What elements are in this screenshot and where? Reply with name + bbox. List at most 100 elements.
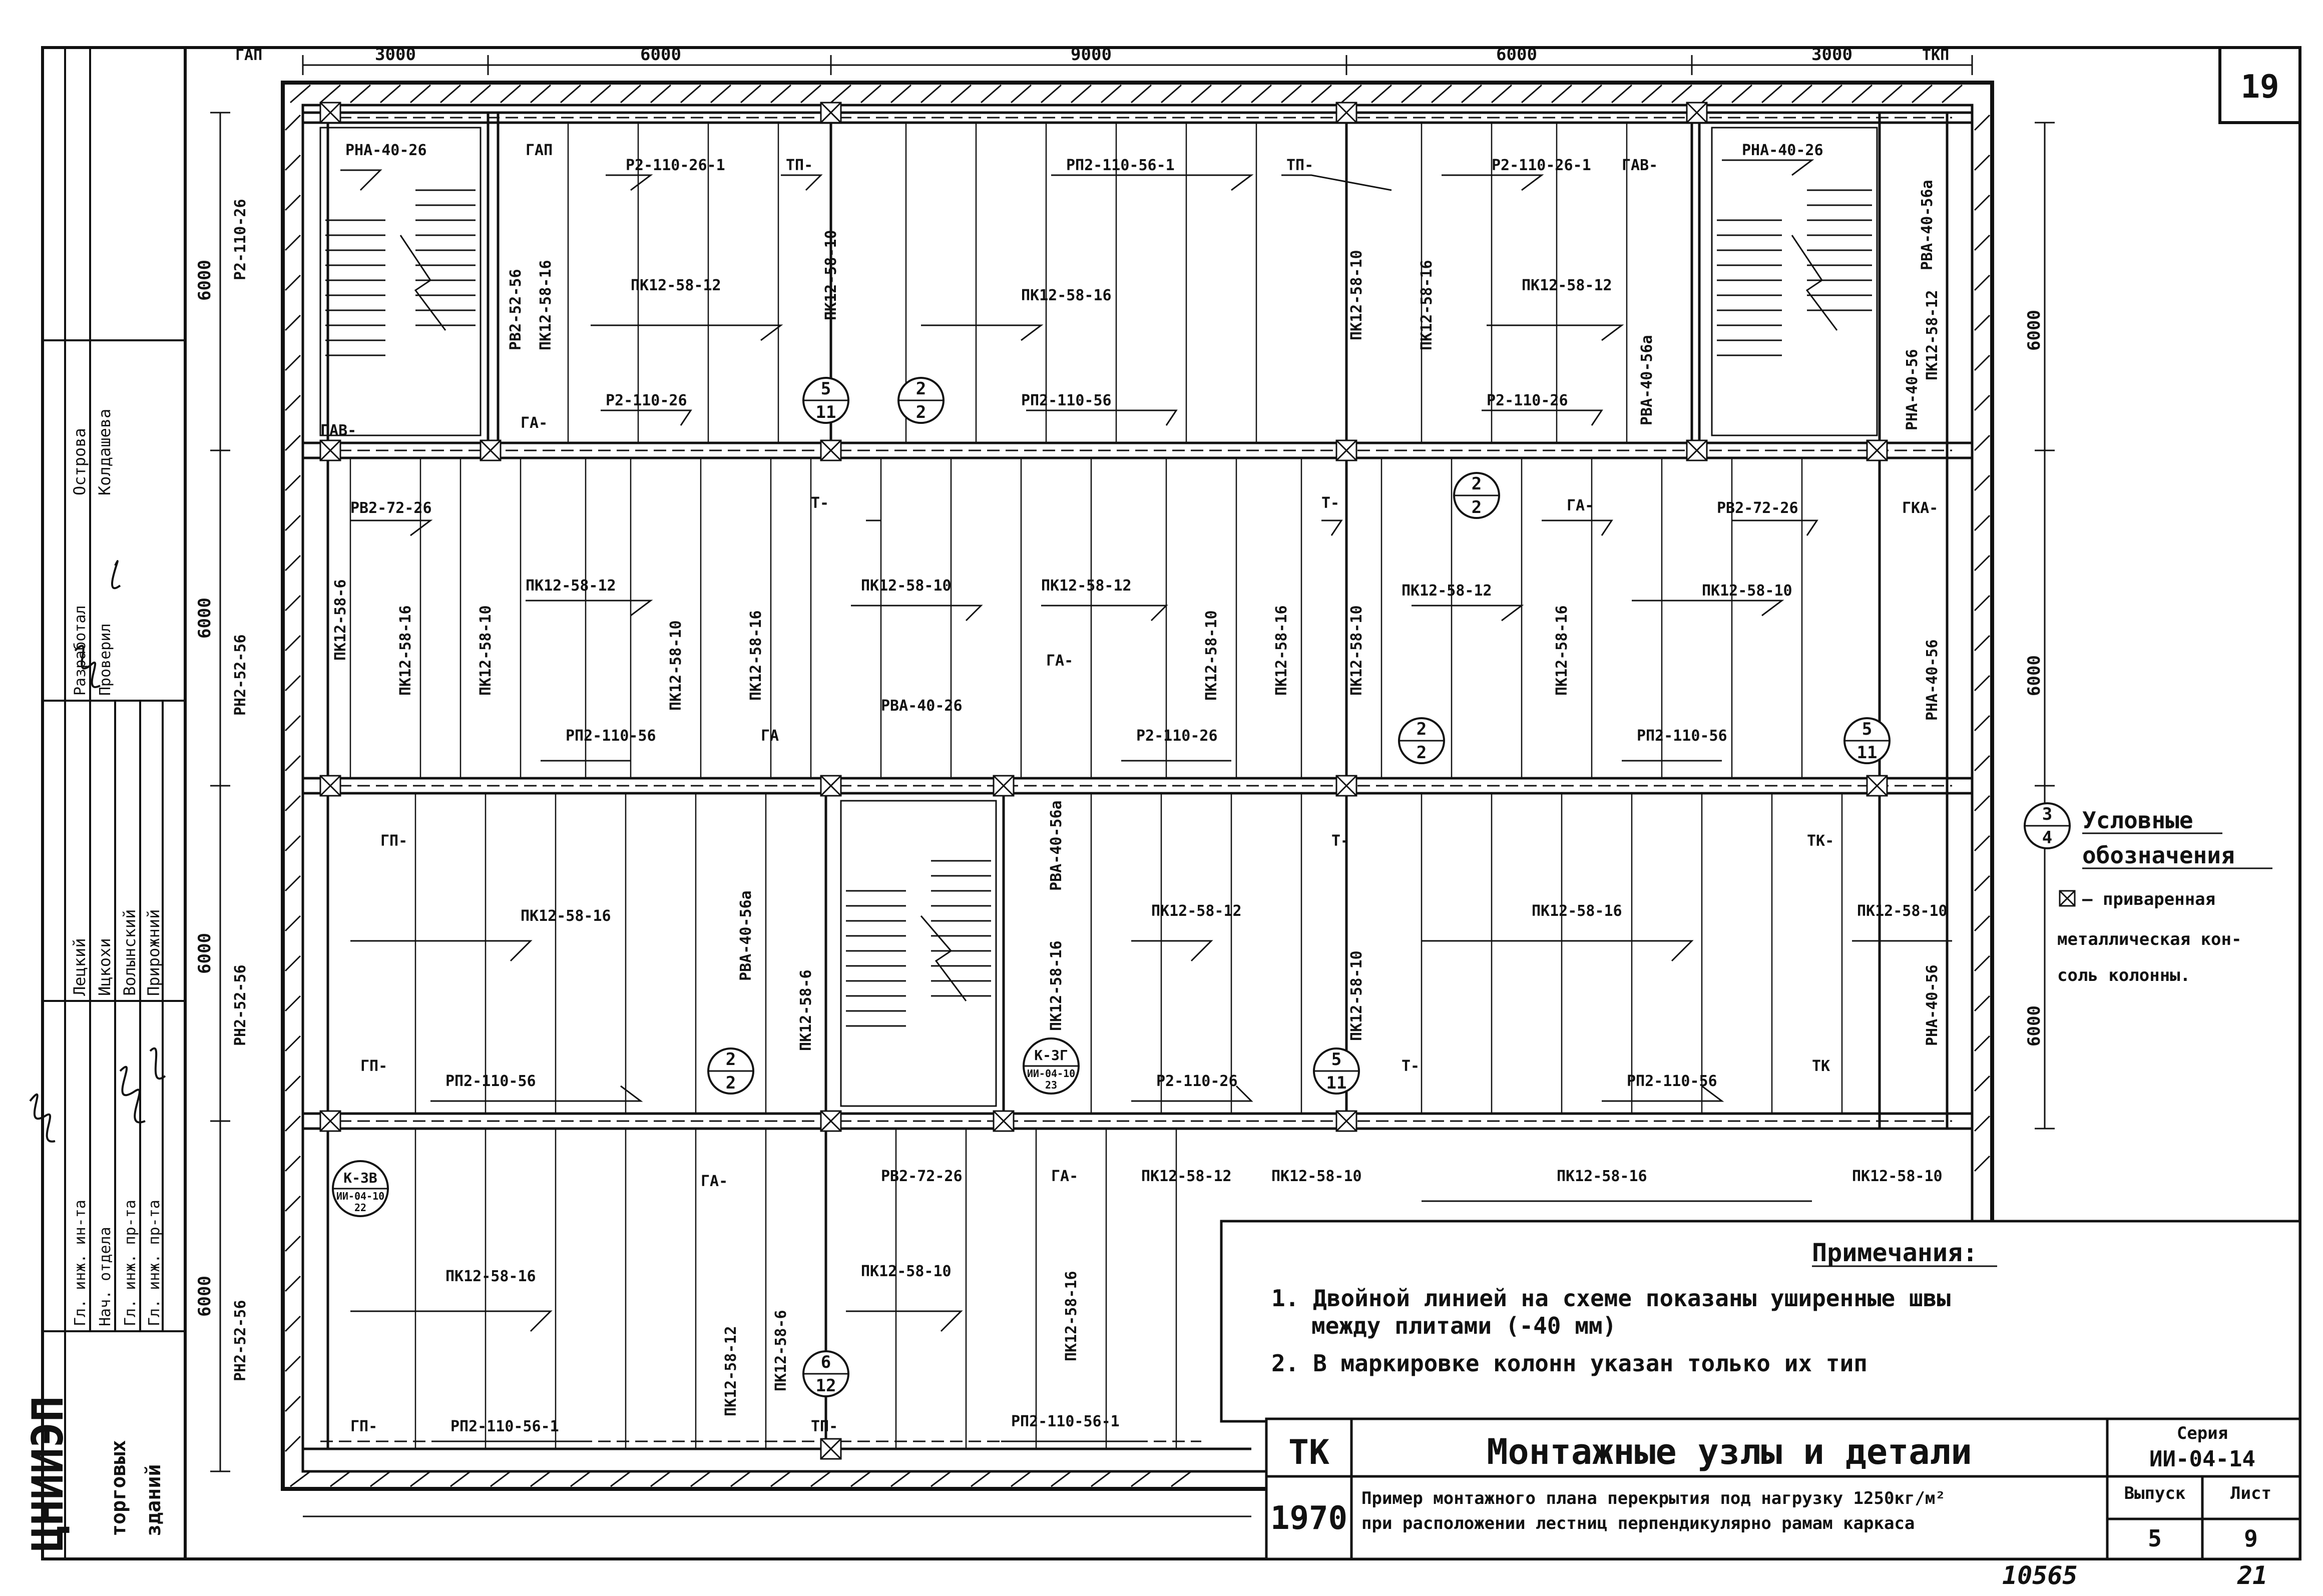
column-consoles — [319, 102, 1888, 1460]
row3-d: ПК12-58-6 — [797, 969, 815, 1051]
row3-q: Т- — [1402, 1057, 1420, 1075]
svg-text:2: 2 — [1472, 474, 1482, 494]
row4-f: ПК12-58-16 — [1557, 1168, 1647, 1185]
row3-h: Т- — [1331, 832, 1349, 850]
dim-right-2: 6000 — [2024, 655, 2044, 696]
row1-o: ПК12-58-12 — [631, 277, 721, 294]
row1-label-l2: ТКП — [1922, 47, 1949, 64]
row2-n: ПК12-58-12 — [1041, 577, 1132, 595]
legend-line-1: — приваренная — [2082, 889, 2215, 909]
page-number: 21 — [2237, 1561, 2267, 1590]
tb-issue: 5 — [2148, 1525, 2162, 1552]
row2-u: РНА-40-56 — [1924, 639, 1941, 721]
row2-e: РВ2-72-26 — [1717, 499, 1798, 517]
row4-a: ГА- — [701, 1173, 728, 1190]
section-mark: 22 — [897, 377, 945, 424]
row1-a: РНА-40-26 — [345, 142, 427, 159]
row2-w: РВА-40-26 — [881, 697, 963, 715]
row2-f: ГКА- — [1902, 499, 1938, 517]
svg-text:22: 22 — [354, 1202, 366, 1214]
row3-r: РП2-110-56 — [1627, 1073, 1717, 1090]
row1-y: ГА- — [521, 414, 548, 432]
row1-z: Р2-110-26 — [606, 392, 687, 409]
row1-p: ПК12-58-10 — [822, 230, 840, 320]
legend-line-3: соль колонны. — [2057, 965, 2190, 985]
stairs — [319, 127, 1878, 1107]
svg-text:2: 2 — [1472, 497, 1482, 517]
dim-top-4: 6000 — [1496, 45, 1537, 65]
row3-p: Р2-110-26 — [1156, 1073, 1238, 1090]
tb-series-label: Серия — [2177, 1423, 2228, 1443]
row1-b: ГАП — [526, 142, 553, 159]
section-mark: 22 — [1453, 472, 1500, 519]
stamp-role-6: Проверил — [97, 624, 114, 696]
archive-number: 10565 — [2002, 1561, 2078, 1590]
row3-c: РВА-40-56а — [737, 890, 755, 981]
row3-n: ГП- — [360, 1057, 387, 1075]
legend-line-2: металлическая кон- — [2057, 929, 2241, 949]
dim-top-2: 6000 — [640, 45, 681, 65]
row3-s: ТК — [1812, 1057, 1830, 1075]
row1-label-l1: ГАП — [235, 47, 262, 64]
stamp-role-4: Гл. инж. пр-та — [146, 1200, 163, 1326]
wall-hatching — [284, 84, 1991, 1487]
row1-m: РВ2-52-56 — [507, 269, 525, 350]
row1-v: РНА-40-56 — [1904, 349, 1921, 430]
tb-sheet: 9 — [2244, 1525, 2258, 1552]
tb-year: 1970 — [1270, 1500, 1347, 1537]
row2-g: ПК12-58-6 — [332, 579, 349, 661]
row1-bb: Р2-110-26 — [1487, 392, 1568, 409]
svg-text:2: 2 — [1417, 719, 1427, 739]
signature-scribble — [74, 560, 121, 688]
section-mark: 34 — [2024, 802, 2071, 849]
row1-s: ПК12-58-16 — [1418, 260, 1436, 350]
row1-j: РВА-40-56а — [1919, 180, 1936, 270]
dim-right-1: 6000 — [2024, 310, 2044, 351]
row1-r: ПК12-58-10 — [1348, 250, 1365, 340]
svg-text:5: 5 — [1331, 1049, 1341, 1070]
section-mark: 22 — [1398, 717, 1445, 764]
row4-c: ГА- — [1051, 1168, 1078, 1185]
row2-h: ПК12-58-16 — [397, 605, 414, 696]
row2-bb: РН2-52-56 — [232, 634, 249, 716]
svg-text:4: 4 — [2042, 828, 2052, 848]
svg-text:2: 2 — [726, 1073, 736, 1093]
dim-right-3: 6000 — [2024, 1005, 2044, 1046]
dim-left-4: 6000 — [195, 1276, 215, 1317]
row1-c: Р2-110-26-1 — [626, 157, 725, 174]
slab-joints — [349, 123, 1843, 1449]
row2-aa: РП2-110-56 — [1637, 727, 1727, 745]
row3-t: РН2-52-56 — [232, 964, 249, 1046]
row1-n: ПК12-58-16 — [537, 260, 555, 350]
row2-i: ПК12-58-10 — [477, 605, 495, 696]
row1-q: ПК12-58-16 — [1021, 287, 1112, 304]
dim-top-1: 3000 — [375, 45, 416, 65]
row1-g: Р2-110-26-1 — [1492, 157, 1591, 174]
stamp-role-5: Разработал — [72, 605, 89, 696]
row2-q: ПК12-58-10 — [1348, 605, 1365, 696]
stamp-org: ЦНИИЭП — [23, 1396, 73, 1551]
sheet-number-box — [2218, 46, 2301, 124]
row4-l: ПК12-58-16 — [1063, 1271, 1080, 1361]
stamp-name-1: Лецкий — [70, 938, 89, 996]
note-1b: между плитами (-40 мм) — [1311, 1312, 1616, 1339]
section-mark: 511 — [1313, 1047, 1360, 1095]
svg-text:11: 11 — [1326, 1073, 1347, 1093]
row4-i: ПК12-58-12 — [722, 1326, 740, 1416]
dimension-lines — [210, 55, 2055, 1517]
row2-v: ГА- — [1046, 652, 1073, 670]
row2-r: ПК12-58-12 — [1402, 582, 1492, 600]
row4-j: ПК12-58-6 — [772, 1310, 790, 1391]
svg-text:23: 23 — [1045, 1079, 1057, 1091]
tb-title: Монтажные узлы и детали — [1487, 1431, 1972, 1472]
row1-h: ГАВ- — [1622, 157, 1658, 174]
row3-a: ГП- — [380, 832, 407, 850]
tb-sheet-label: Лист — [2230, 1483, 2271, 1503]
row4-p: РП2-110-56-1 — [1011, 1413, 1120, 1430]
node-mark: К-3В ИИ-04-10 22 — [332, 1160, 389, 1217]
row4-o: ТП- — [811, 1418, 838, 1435]
node-mark: К-3Г ИИ-04-10 23 — [1023, 1037, 1080, 1095]
row2-m: ПК12-58-10 — [861, 577, 952, 595]
stamp-name-5: Острова — [70, 428, 89, 495]
